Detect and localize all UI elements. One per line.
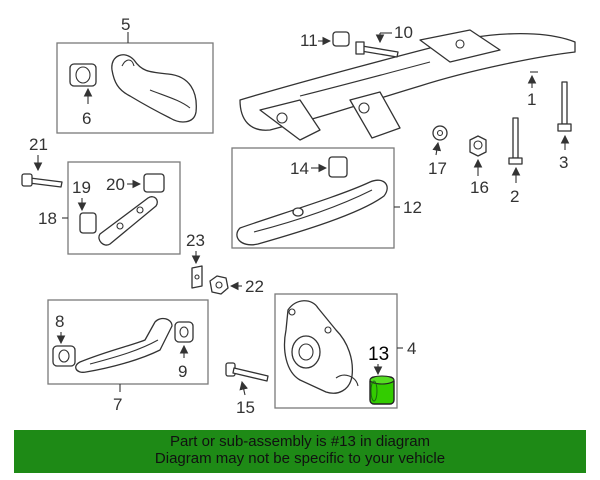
callout-12: 12 [403,198,422,217]
callout-15: 15 [236,398,255,417]
crossmember: 1 [239,29,576,141]
bushing-8 [52,345,76,367]
group-7-box: 7 8 9 [47,299,209,414]
part-22-nut: 22 [209,275,264,296]
callout-22: 22 [245,277,264,296]
part-15-bolt: 15 [225,362,269,417]
bushing-13-highlighted [369,375,395,405]
part-16-nut: 16 [469,135,489,197]
callout-3: 3 [559,153,568,172]
callout-8: 8 [55,312,64,331]
bushing-14 [328,156,348,178]
banner-line-2: Diagram may not be specific to your vehi… [154,450,446,467]
group-5-box: 5 6 [56,15,214,134]
callout-13: 13 [368,344,389,365]
callout-4: 4 [407,339,416,358]
group-4-box: 4 13 [274,293,416,409]
part-3-bolt: 3 [557,81,572,172]
callout-9: 9 [178,362,187,381]
bushing-20 [143,173,165,193]
group-18-box: 18 20 19 [38,161,181,255]
callout-14: 14 [290,159,309,178]
info-banner: Part or sub-assembly is #13 in diagram D… [14,430,586,473]
callout-23: 23 [186,231,205,250]
callout-16: 16 [470,178,489,197]
callout-17: 17 [428,159,447,178]
part-17-washer: 17 [428,125,448,178]
banner-line-1: Part or sub-assembly is #13 in diagram [169,433,431,450]
callout-19: 19 [72,178,91,197]
part-23-clip: 23 [186,231,205,289]
part-11-nut: 11 [300,31,350,50]
callout-2: 2 [510,187,519,206]
bushing-19 [79,212,97,234]
part-21-bolt: 21 [21,135,63,188]
callout-18: 18 [38,209,57,228]
callout-11: 11 [300,31,318,50]
group-12-box: 12 14 [231,147,422,249]
callout-7: 7 [113,395,122,414]
callout-20: 20 [106,175,125,194]
bushing-6 [69,63,97,87]
upper-arm [75,317,173,373]
lateral-link [98,196,158,246]
callout-10: 10 [394,23,413,42]
part-10-bolt: 10 [355,23,413,58]
callout-5: 5 [121,15,130,34]
callout-1: 1 [527,90,536,109]
trailing-arm [111,54,197,123]
bushing-9 [174,321,194,343]
part-2-bolt: 2 [508,117,523,206]
callout-6: 6 [82,109,91,128]
callout-21: 21 [29,135,48,154]
lower-control-arm [236,179,388,246]
